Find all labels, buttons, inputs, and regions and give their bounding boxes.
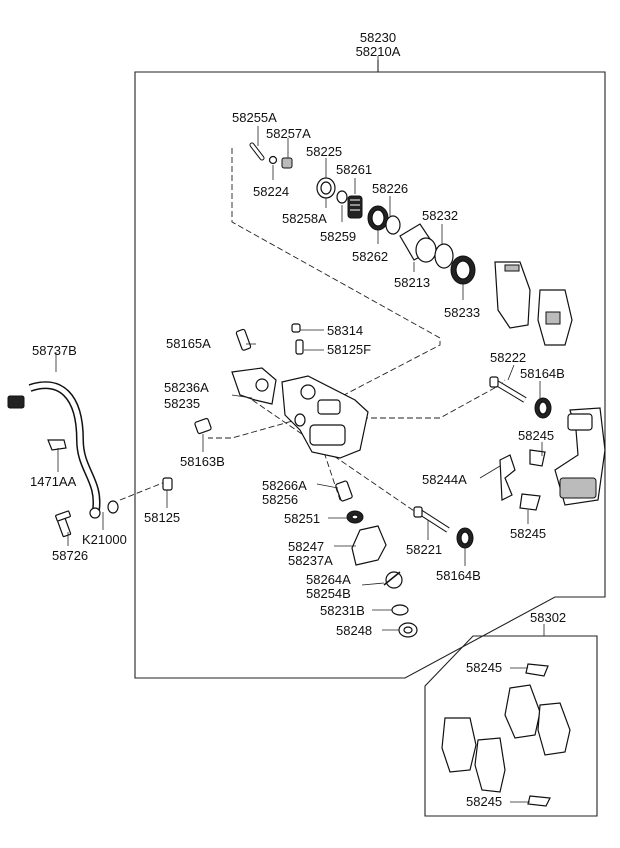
pin-boot-lower bbox=[456, 527, 474, 549]
pad-kit-shim-bottom bbox=[527, 795, 551, 807]
label-58261: 58261 bbox=[336, 162, 372, 177]
label-58237A: 58237A bbox=[288, 553, 333, 568]
label-58259: 58259 bbox=[320, 229, 356, 244]
pin-boot-upper bbox=[534, 397, 552, 419]
pad-kit-shim-top bbox=[525, 663, 549, 677]
label-K21000: K21000 bbox=[82, 532, 127, 547]
label-58245-b: 58245 bbox=[510, 526, 546, 541]
label-58224: 58224 bbox=[253, 184, 289, 199]
dust-seal-part bbox=[316, 177, 336, 199]
label-1471AA: 1471AA bbox=[30, 474, 77, 489]
nut-part-58251 bbox=[346, 510, 364, 524]
washer-part bbox=[336, 190, 348, 204]
hose-bolt-part bbox=[162, 477, 173, 491]
label-58164B-bottom: 58164B bbox=[436, 568, 481, 583]
label-58302: 58302 bbox=[530, 610, 566, 625]
label-58226: 58226 bbox=[372, 181, 408, 196]
lock-nut-part bbox=[398, 622, 418, 638]
label-58231B: 58231B bbox=[320, 603, 365, 618]
bleeder-screw-part bbox=[235, 328, 252, 351]
label-58248: 58248 bbox=[336, 623, 372, 638]
label-58233: 58233 bbox=[444, 305, 480, 320]
label-58257A: 58257A bbox=[266, 126, 311, 141]
copper-washer bbox=[107, 500, 119, 514]
sensor-bolt-part bbox=[335, 480, 353, 502]
label-58264A: 58264A bbox=[306, 572, 351, 587]
label-58258A: 58258A bbox=[282, 211, 327, 226]
label-58125: 58125 bbox=[144, 510, 180, 525]
label-58255A: 58255A bbox=[232, 110, 277, 125]
banjo-bolt bbox=[55, 510, 72, 538]
bracket-plate-part bbox=[351, 525, 387, 566]
label-58256: 58256 bbox=[262, 492, 298, 507]
label-58247: 58247 bbox=[288, 539, 324, 554]
label-58125F: 58125F bbox=[327, 342, 371, 357]
label-58245-a: 58245 bbox=[518, 428, 554, 443]
washer-part-58231B bbox=[391, 604, 409, 616]
seal-ring-part bbox=[434, 243, 454, 269]
caliper-body bbox=[231, 367, 369, 459]
o-ring-part bbox=[268, 155, 278, 165]
label-58244A: 58244A bbox=[422, 472, 467, 487]
label-58213: 58213 bbox=[394, 275, 430, 290]
label-58254B: 58254B bbox=[306, 586, 351, 601]
piston-kit-guide bbox=[208, 148, 441, 439]
label-58165A: 58165A bbox=[166, 336, 211, 351]
return-spring-part bbox=[383, 571, 403, 589]
leader-lines bbox=[55, 56, 543, 803]
label-58221: 58221 bbox=[406, 542, 442, 557]
label-58164B-top: 58164B bbox=[520, 366, 565, 381]
bleeder-cap-part bbox=[281, 157, 293, 169]
brake-pad-inner bbox=[494, 261, 531, 329]
label-58245-d: 58245 bbox=[466, 794, 502, 809]
bracket-guide bbox=[362, 379, 506, 419]
piston-seal-part bbox=[367, 205, 389, 231]
label-58262: 58262 bbox=[352, 249, 388, 264]
bleeder-plug-part bbox=[291, 323, 304, 355]
caliper-bracket bbox=[554, 407, 606, 506]
label-58266A: 58266A bbox=[262, 478, 307, 493]
label-58236A: 58236A bbox=[164, 380, 209, 395]
mounting-bolt-part bbox=[194, 417, 212, 435]
hose-bracket-clip bbox=[47, 439, 67, 451]
label-assembly: 58230 bbox=[360, 30, 396, 45]
piston-part bbox=[399, 223, 437, 263]
label-58314: 58314 bbox=[327, 323, 363, 338]
label-58726: 58726 bbox=[52, 548, 88, 563]
label-58251: 58251 bbox=[284, 511, 320, 526]
guide-pin-part bbox=[249, 142, 265, 161]
label-58163B: 58163B bbox=[180, 454, 225, 469]
label-58245-c: 58245 bbox=[466, 660, 502, 675]
guide-pin-upper bbox=[489, 376, 527, 403]
label-58737B: 58737B bbox=[32, 343, 77, 358]
label-58222: 58222 bbox=[490, 350, 526, 365]
ring-part bbox=[385, 215, 401, 235]
label-assembly-alt: 58210A bbox=[356, 44, 401, 59]
boot-part bbox=[450, 255, 476, 285]
pad-kit-frame bbox=[424, 635, 598, 817]
spring-part bbox=[347, 195, 363, 219]
label-58225: 58225 bbox=[306, 144, 342, 159]
brake-pad-outer bbox=[537, 289, 573, 346]
caliper-assembly-frame bbox=[134, 60, 606, 679]
label-58232: 58232 bbox=[422, 208, 458, 223]
guide-pin-lower bbox=[413, 506, 450, 533]
label-58235: 58235 bbox=[164, 396, 200, 411]
pad-retainer-clips bbox=[499, 449, 546, 511]
brake-hose bbox=[7, 381, 101, 519]
pad-kit-pads bbox=[441, 684, 571, 793]
